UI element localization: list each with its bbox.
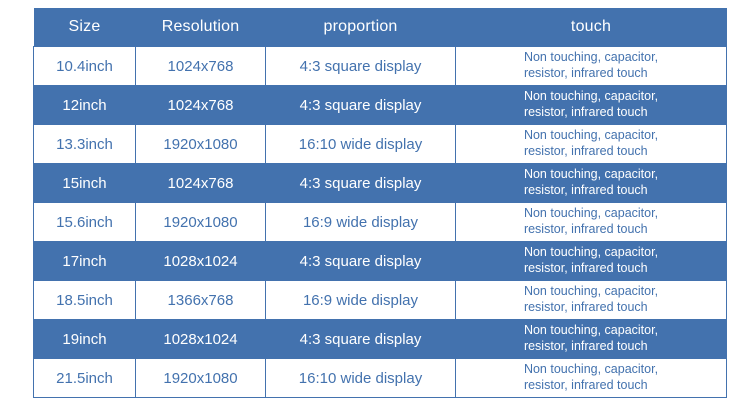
cell-resolution: 1024x768 — [135, 85, 266, 125]
column-header-touch: touch — [455, 8, 727, 47]
cell-size: 21.5inch — [33, 358, 136, 398]
cell-size: 17inch — [33, 241, 136, 281]
cell-touch-text: Non touching, capacitor, resistor, infra… — [523, 89, 659, 119]
column-header-proportion: proportion — [265, 8, 456, 47]
cell-resolution: 1028x1024 — [135, 241, 266, 281]
column-header-size: Size — [33, 8, 136, 47]
cell-size: 13.3inch — [33, 124, 136, 164]
cell-touch-text: Non touching, capacitor, resistor, infra… — [523, 206, 659, 236]
cell-size: 19inch — [33, 319, 136, 359]
cell-resolution: 1024x768 — [135, 163, 266, 203]
cell-size: 15inch — [33, 163, 136, 203]
cell-touch: Non touching, capacitor, resistor, infra… — [455, 241, 727, 281]
cell-proportion: 4:3 square display — [265, 163, 456, 203]
table-header: Size Resolution proportion touch — [33, 8, 727, 47]
cell-proportion: 4:3 square display — [265, 319, 456, 359]
cell-resolution: 1028x1024 — [135, 319, 266, 359]
cell-touch-text: Non touching, capacitor, resistor, infra… — [523, 284, 659, 314]
cell-proportion: 4:3 square display — [265, 85, 456, 125]
cell-touch-text: Non touching, capacitor, resistor, infra… — [523, 50, 659, 80]
display-spec-table: Size Resolution proportion touch 10.4inc… — [33, 8, 727, 398]
cell-touch: Non touching, capacitor, resistor, infra… — [455, 319, 727, 359]
cell-resolution: 1024x768 — [135, 46, 266, 86]
cell-resolution: 1920x1080 — [135, 358, 266, 398]
cell-size: 18.5inch — [33, 280, 136, 320]
cell-touch: Non touching, capacitor, resistor, infra… — [455, 124, 727, 164]
cell-size: 15.6inch — [33, 202, 136, 242]
column-header-resolution: Resolution — [135, 8, 266, 47]
cell-resolution: 1920x1080 — [135, 202, 266, 242]
cell-touch-text: Non touching, capacitor, resistor, infra… — [523, 245, 659, 275]
cell-proportion: 16:10 wide display — [265, 124, 456, 164]
cell-touch-text: Non touching, capacitor, resistor, infra… — [523, 128, 659, 158]
cell-touch: Non touching, capacitor, resistor, infra… — [455, 46, 727, 86]
spec-table-container: Size Resolution proportion touch 10.4inc… — [33, 8, 727, 398]
cell-resolution: 1920x1080 — [135, 124, 266, 164]
cell-proportion: 16:9 wide display — [265, 280, 456, 320]
cell-touch: Non touching, capacitor, resistor, infra… — [455, 163, 727, 203]
cell-resolution: 1366x768 — [135, 280, 266, 320]
cell-proportion: 4:3 square display — [265, 241, 456, 281]
cell-touch: Non touching, capacitor, resistor, infra… — [455, 202, 727, 242]
cell-proportion: 4:3 square display — [265, 46, 456, 86]
table-header-row: Size Resolution proportion touch — [33, 8, 727, 47]
cell-touch: Non touching, capacitor, resistor, infra… — [455, 358, 727, 398]
cell-size: 10.4inch — [33, 46, 136, 86]
cell-touch-text: Non touching, capacitor, resistor, infra… — [523, 167, 659, 197]
cell-touch: Non touching, capacitor, resistor, infra… — [455, 85, 727, 125]
cell-touch-text: Non touching, capacitor, resistor, infra… — [523, 362, 659, 392]
cell-touch: Non touching, capacitor, resistor, infra… — [455, 280, 727, 320]
cell-touch-text: Non touching, capacitor, resistor, infra… — [523, 323, 659, 353]
cell-proportion: 16:9 wide display — [265, 202, 456, 242]
cell-proportion: 16:10 wide display — [265, 358, 456, 398]
cell-size: 12inch — [33, 85, 136, 125]
